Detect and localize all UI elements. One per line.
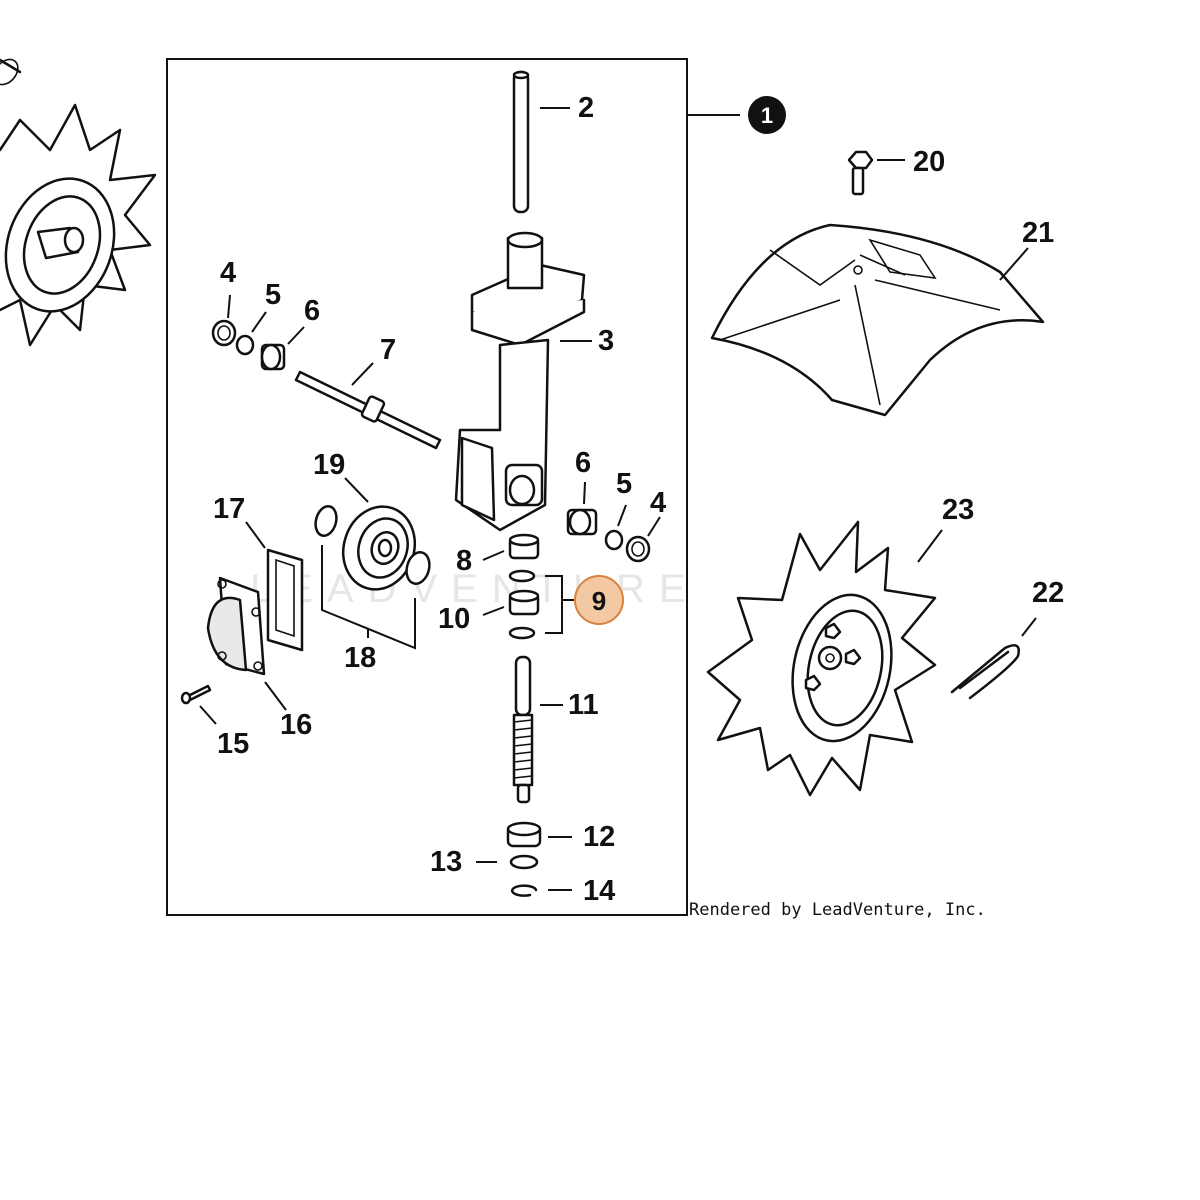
callout-6-upper[interactable]: 6 xyxy=(304,295,320,327)
callout-3[interactable]: 3 xyxy=(598,325,614,357)
part-15-screw[interactable] xyxy=(180,684,212,705)
callout-10[interactable]: 10 xyxy=(438,603,470,635)
callout-18[interactable]: 18 xyxy=(344,642,376,674)
credit-text: Rendered by LeadVenture, Inc. xyxy=(689,900,986,920)
part-8-bushing[interactable] xyxy=(508,533,540,560)
part-18-seal-right[interactable] xyxy=(403,550,433,587)
callout-22[interactable]: 22 xyxy=(1032,577,1064,609)
part-4-seal-lower[interactable] xyxy=(625,535,651,563)
part-9-washer-bottom[interactable] xyxy=(508,626,536,640)
svg-text:9: 9 xyxy=(592,586,606,616)
callout-8[interactable]: 8 xyxy=(456,545,472,577)
part-12-bushing[interactable] xyxy=(506,821,542,848)
part-5-washer-upper[interactable] xyxy=(235,334,255,356)
svg-text:1: 1 xyxy=(761,103,773,128)
part-11-spindle[interactable] xyxy=(512,655,534,804)
part-22-hairpin[interactable] xyxy=(950,644,1020,700)
callout-12[interactable]: 12 xyxy=(583,821,615,853)
callout-5-lower[interactable]: 5 xyxy=(616,468,632,500)
assembly-frame xyxy=(166,58,688,916)
callout-17[interactable]: 17 xyxy=(213,493,245,525)
part-23-tine-wheel[interactable] xyxy=(706,520,937,797)
assembly-badge[interactable]: 1 xyxy=(748,96,786,134)
callout-20[interactable]: 20 xyxy=(913,146,945,178)
callout-7[interactable]: 7 xyxy=(380,334,396,366)
part-6-bushing-upper[interactable] xyxy=(260,343,286,371)
kit-bracket-18 xyxy=(321,545,416,650)
part-4-seal-upper[interactable] xyxy=(211,319,237,347)
watermark: LEADVENTURE xyxy=(250,567,700,611)
part-13-washer[interactable] xyxy=(509,854,539,870)
callout-5-upper[interactable]: 5 xyxy=(265,279,281,311)
callout-6-lower[interactable]: 6 xyxy=(575,447,591,479)
callout-4-lower[interactable]: 4 xyxy=(650,487,666,519)
part-2-shaft[interactable] xyxy=(512,70,530,214)
part-7-axle[interactable] xyxy=(294,370,442,450)
part-21-shield[interactable] xyxy=(710,223,1045,417)
callout-16[interactable]: 16 xyxy=(280,709,312,741)
part-16-cover[interactable] xyxy=(206,576,266,676)
part-17-gasket[interactable] xyxy=(266,548,304,652)
part-6-bushing-lower[interactable] xyxy=(566,508,598,536)
callout-14[interactable]: 14 xyxy=(583,875,615,907)
tine-wheel-left xyxy=(0,58,157,347)
part-10-bushing[interactable] xyxy=(508,589,540,616)
callout-19[interactable]: 19 xyxy=(313,449,345,481)
part-9-washer-top[interactable] xyxy=(508,569,536,583)
callout-15[interactable]: 15 xyxy=(217,728,249,760)
callout-4-upper[interactable]: 4 xyxy=(220,257,236,289)
part-3-housing[interactable] xyxy=(454,231,586,532)
part-5-washer-lower[interactable] xyxy=(604,529,624,551)
callout-13[interactable]: 13 xyxy=(430,846,462,878)
part-18-seal-left[interactable] xyxy=(312,504,339,538)
callout-11[interactable]: 11 xyxy=(568,689,599,721)
callout-9-highlight[interactable]: 9 xyxy=(574,575,624,625)
part-19-bearing[interactable] xyxy=(333,497,426,599)
part-14-clip[interactable] xyxy=(510,884,538,897)
callout-23[interactable]: 23 xyxy=(942,494,974,526)
part-20-bolt[interactable] xyxy=(847,150,874,196)
callout-2[interactable]: 2 xyxy=(578,92,594,124)
callout-21[interactable]: 21 xyxy=(1022,217,1054,249)
